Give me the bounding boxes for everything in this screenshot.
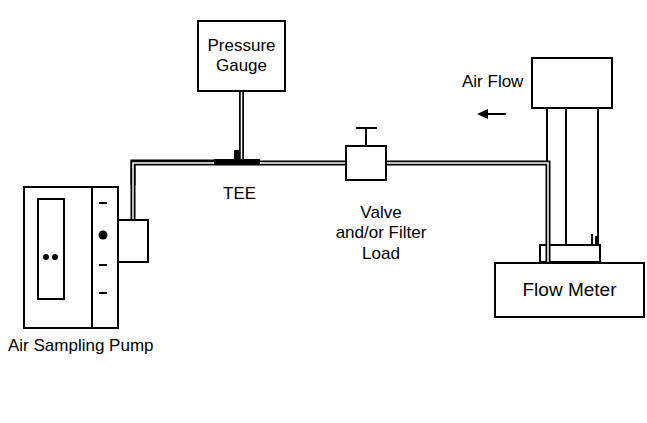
air-tube — [133, 163, 345, 185]
valve-handle — [356, 128, 377, 146]
tee-label: TEE — [223, 184, 256, 204]
air-tube — [133, 92, 242, 185]
air-tube — [387, 163, 548, 262]
node-label: Pressure Gauge — [199, 36, 284, 77]
air-flow-arrow — [477, 109, 506, 119]
node-caption: Valve and/or Filter Load — [335, 203, 427, 264]
pump-unit: Air Sampling Pump — [22, 185, 150, 330]
tee-fitting — [214, 150, 260, 165]
node-label: Flow Meter — [523, 279, 617, 302]
node-caption: Air Sampling Pump — [8, 336, 154, 356]
gauge-box: Pressure Gauge — [197, 20, 286, 92]
flow-meter-body — [532, 58, 612, 262]
flow-meter-base: Flow Meter — [494, 262, 645, 318]
pump-drawing — [22, 185, 150, 330]
valve-box: Valve and/or Filter Load — [345, 145, 387, 181]
flow-direction-label: Air Flow — [462, 72, 523, 92]
